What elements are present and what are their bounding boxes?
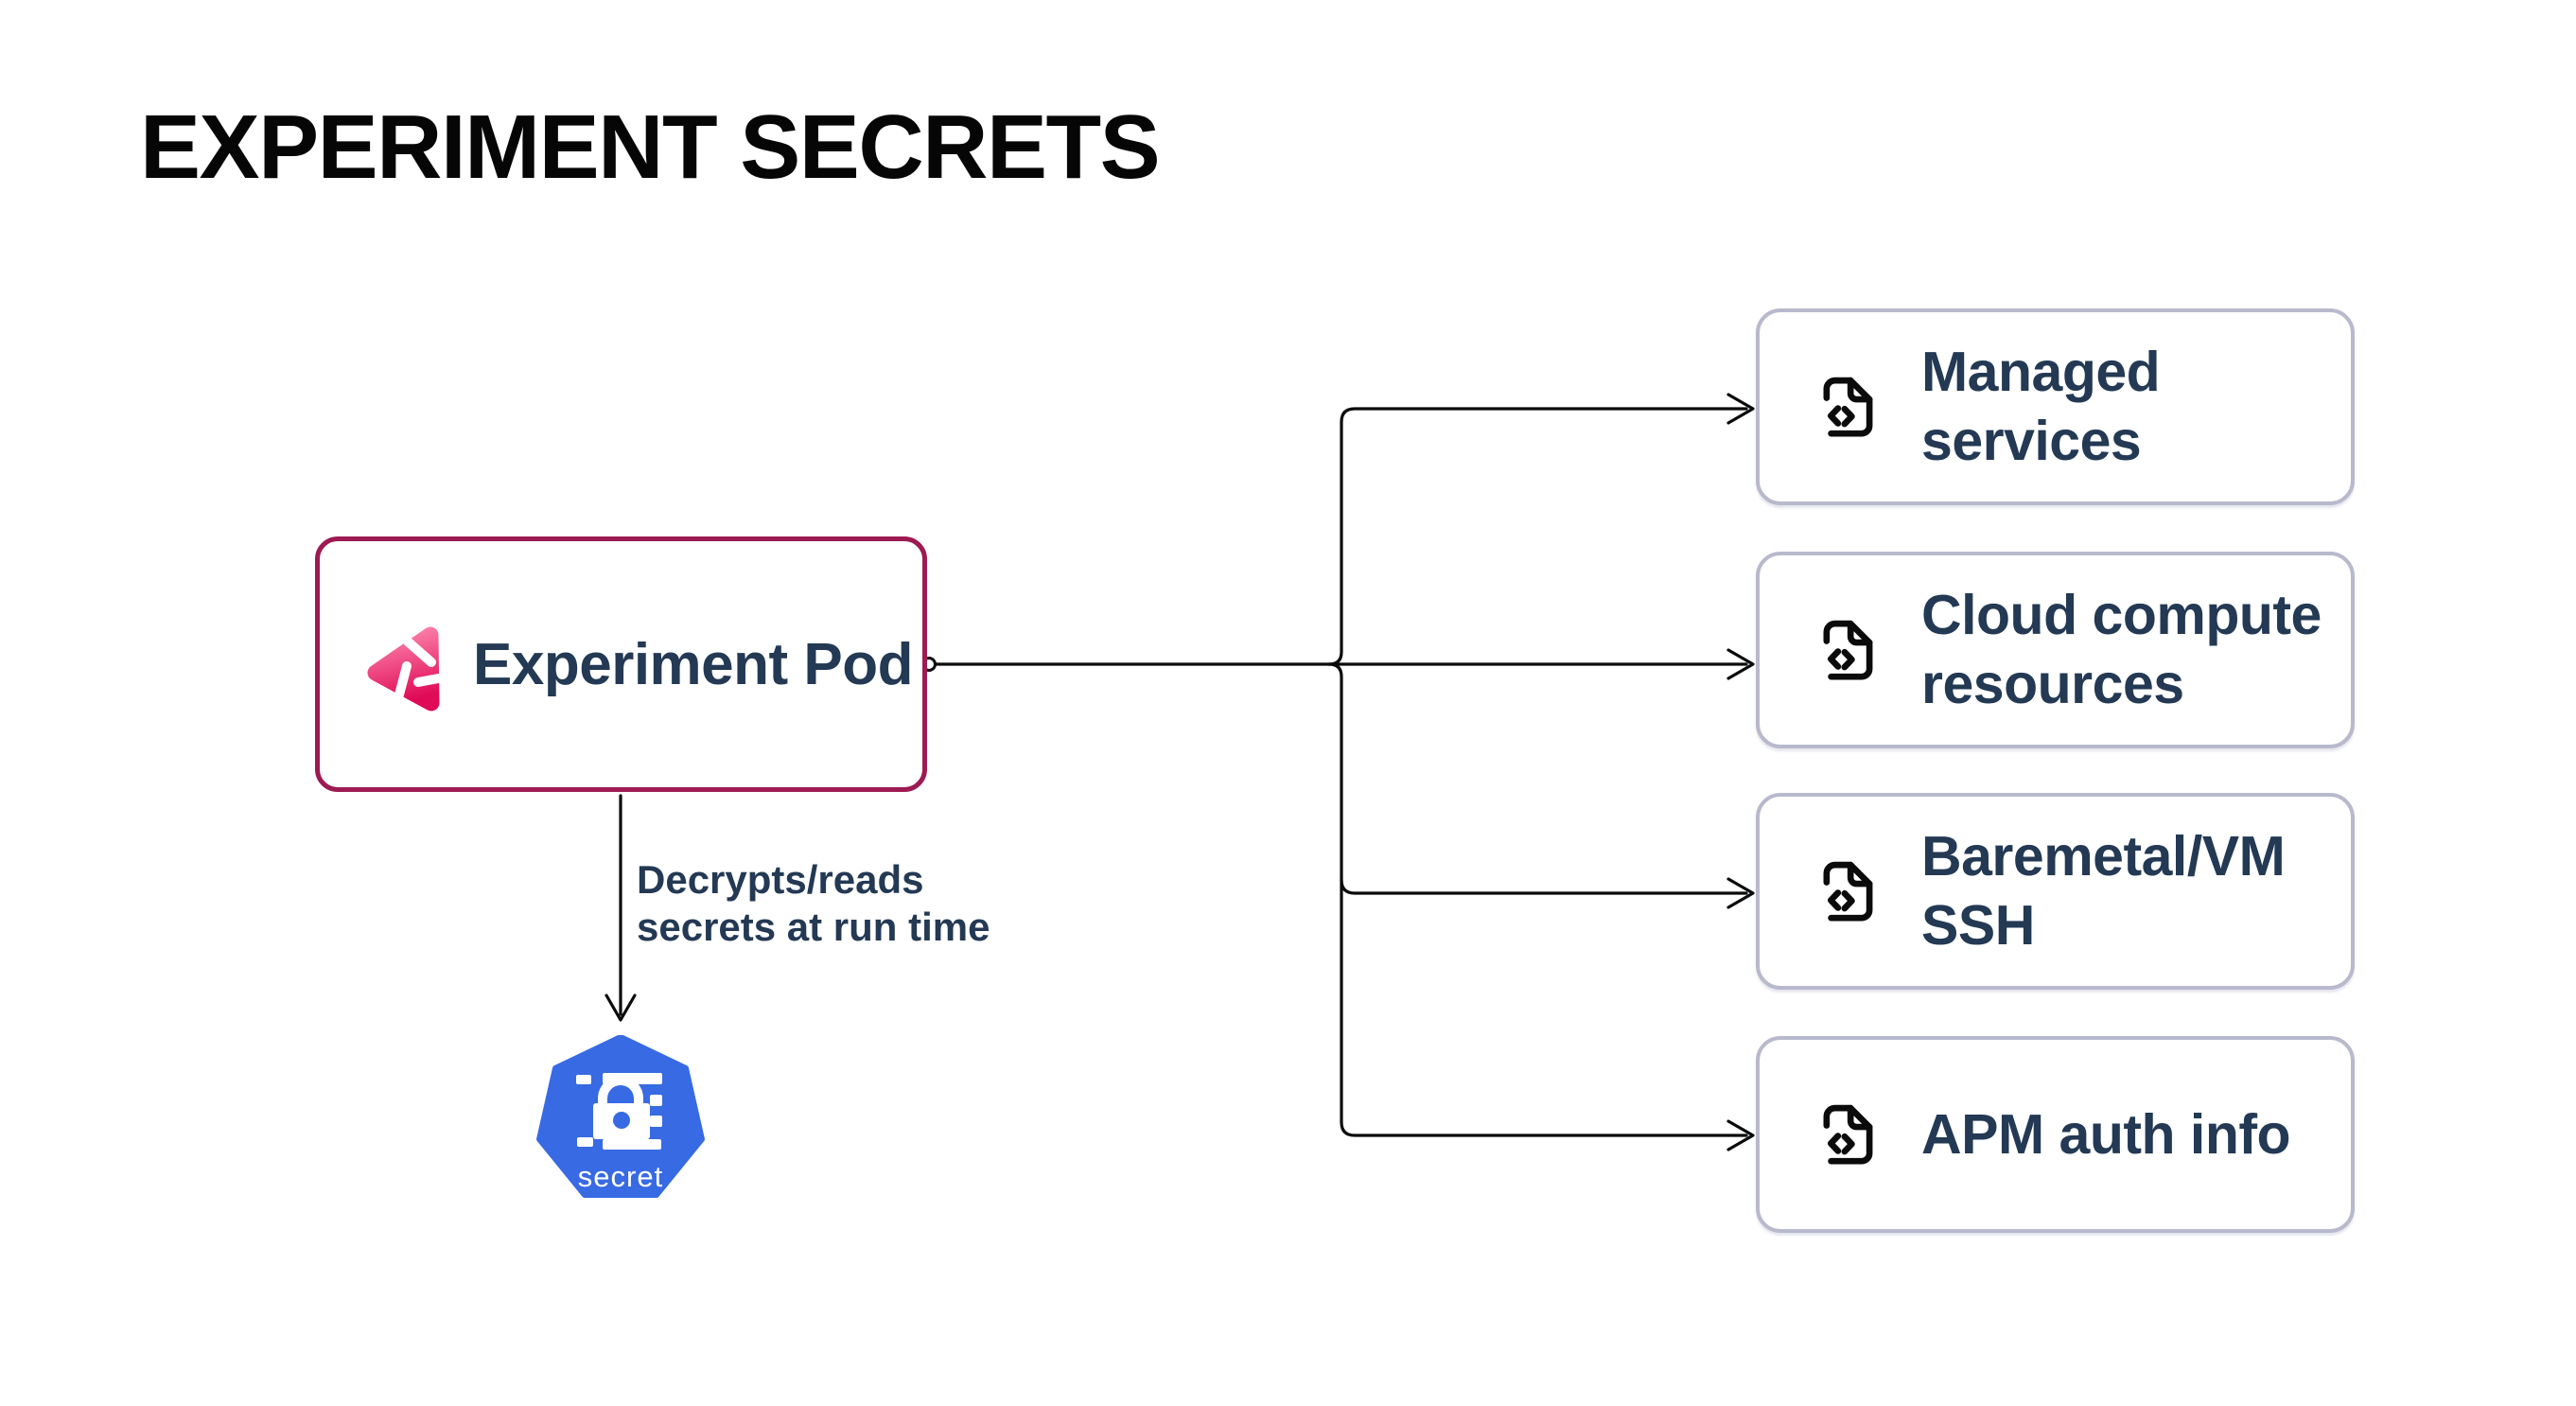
file-code-icon	[1823, 861, 1873, 922]
node-label: Managed services	[1921, 341, 2161, 472]
arrowhead-secret	[605, 993, 637, 1022]
secret-label: secret	[578, 1160, 663, 1193]
arrowhead-baremetal	[1726, 877, 1755, 909]
file-code-icon	[1823, 1104, 1873, 1165]
experiment-pod-node: Experiment Pod	[315, 536, 927, 792]
lock-shackle	[598, 1076, 643, 1110]
node-cloud-compute: Cloud compute resources	[1756, 552, 2355, 748]
edge-trunk-to-baremetal	[1340, 878, 1748, 895]
edge-annotation: Decrypts/reads secrets at run time	[637, 856, 990, 951]
arrowhead-cloud-compute	[1726, 648, 1755, 680]
node-label: APM auth info	[1921, 1102, 2291, 1166]
page-title: EXPERIMENT SECRETS	[140, 97, 1161, 198]
edge-annotation-line1: Decrypts/reads	[637, 857, 924, 902]
file-code-icon	[1823, 377, 1873, 437]
lock-keyhole	[613, 1112, 630, 1129]
kubernetes-secret-heptagon-icon: secret	[536, 1035, 705, 1198]
node-managed-services: Managed services	[1756, 308, 2355, 505]
edge-trunk-up-to-managed-services	[1327, 407, 1748, 666]
edge-trunk-down-to-apm	[1327, 662, 1748, 1137]
experiment-pod-label: Experiment Pod	[473, 631, 914, 697]
node-baremetal-vm-ssh: Baremetal/VM SSH	[1756, 793, 2355, 990]
node-label: Cloud compute resources	[1921, 584, 2322, 715]
edge-annotation-line2: secrets at run time	[637, 905, 990, 949]
redacted-lines-and-lock	[576, 1073, 662, 1150]
arrowhead-apm	[1726, 1119, 1755, 1151]
litmus-chaos-icon	[367, 626, 447, 712]
node-apm-auth-info: APM auth info	[1756, 1036, 2355, 1233]
node-label: Baremetal/VM SSH	[1921, 825, 2286, 957]
file-code-icon	[1823, 620, 1873, 680]
arrowhead-managed-services	[1726, 393, 1755, 425]
